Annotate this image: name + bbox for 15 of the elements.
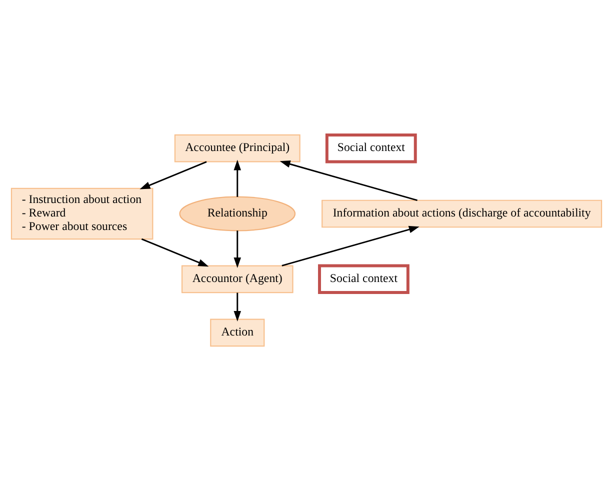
node-box: Accountor (Agent) <box>181 264 294 293</box>
node-box: Accountee (Principal) <box>174 134 300 162</box>
arrow <box>282 225 420 266</box>
arrow <box>234 292 242 321</box>
arrow <box>234 159 242 196</box>
node-box: Information about actions (discharge of accountability <box>322 199 602 228</box>
node-box: - Instruction about action - Reward - Power about sources <box>10 187 154 240</box>
node-box: Action <box>210 318 265 346</box>
arrow <box>280 160 418 201</box>
node-box: Social context <box>325 132 417 163</box>
node-box: Social context <box>318 264 410 294</box>
node-ellipse: Relationship <box>179 196 296 231</box>
arrow <box>234 230 242 268</box>
arrow <box>140 160 207 189</box>
arrow <box>141 238 209 266</box>
